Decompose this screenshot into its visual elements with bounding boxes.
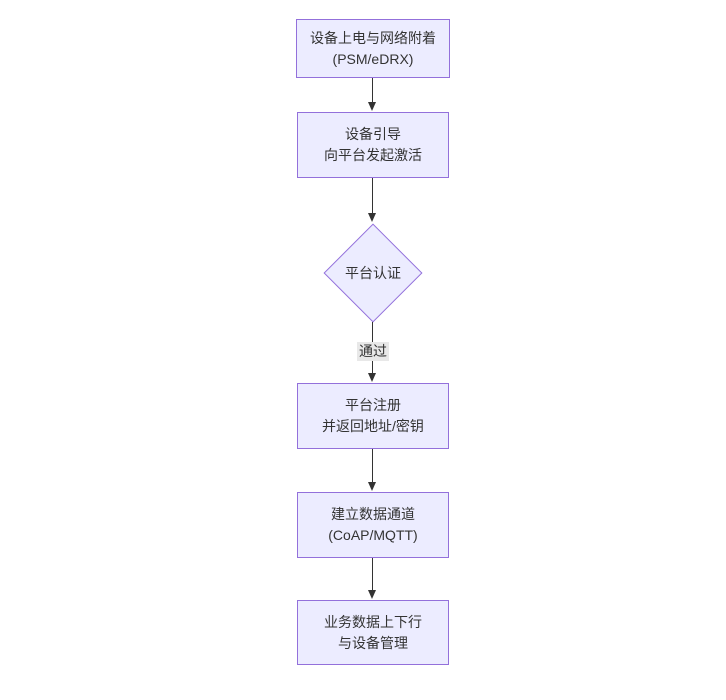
arrowhead-icon xyxy=(368,373,376,382)
edge-label-pass: 通过 xyxy=(357,342,389,361)
node-label-line: 业务数据上下行 xyxy=(324,613,422,630)
edge-line xyxy=(372,558,373,591)
edge-channel-to-business xyxy=(368,558,377,599)
node-label-line: (CoAP/MQTT) xyxy=(328,527,418,543)
edge-line xyxy=(372,178,373,214)
node-platform-auth: 平台认证 xyxy=(323,223,423,323)
edge-register-to-channel xyxy=(368,449,377,491)
node-business-data: 业务数据上下行 与设备管理 xyxy=(297,600,449,665)
edge-power-to-bootstrap xyxy=(368,78,377,111)
arrowhead-icon xyxy=(368,482,376,491)
node-label-line: 设备引导 xyxy=(345,126,401,142)
node-label-line: 与设备管理 xyxy=(338,634,408,651)
node-label-line: 平台认证 xyxy=(345,264,401,281)
node-label-line: (PSM/eDRX) xyxy=(332,50,414,67)
edge-bootstrap-to-auth xyxy=(368,178,377,222)
node-platform-register: 平台注册 并返回地址/密钥 xyxy=(297,383,449,449)
edge-line xyxy=(372,78,373,103)
node-label-line: 设备上电与网络附着 xyxy=(310,29,436,46)
node-power-attach: 设备上电与网络附着 (PSM/eDRX) xyxy=(296,19,450,78)
node-bootstrap: 设备引导 向平台发起激活 xyxy=(297,112,449,178)
node-data-channel: 建立数据通道 (CoAP/MQTT) xyxy=(297,492,449,558)
node-label-line: 建立数据通道 xyxy=(331,506,415,522)
node-label-line: 向平台发起激活 xyxy=(324,147,422,163)
arrowhead-icon xyxy=(368,102,376,111)
arrowhead-icon xyxy=(368,590,376,599)
arrowhead-icon xyxy=(368,213,376,222)
node-label-line: 并返回地址/密钥 xyxy=(322,418,424,434)
edge-line xyxy=(372,449,373,483)
node-label-line: 平台注册 xyxy=(345,397,401,413)
